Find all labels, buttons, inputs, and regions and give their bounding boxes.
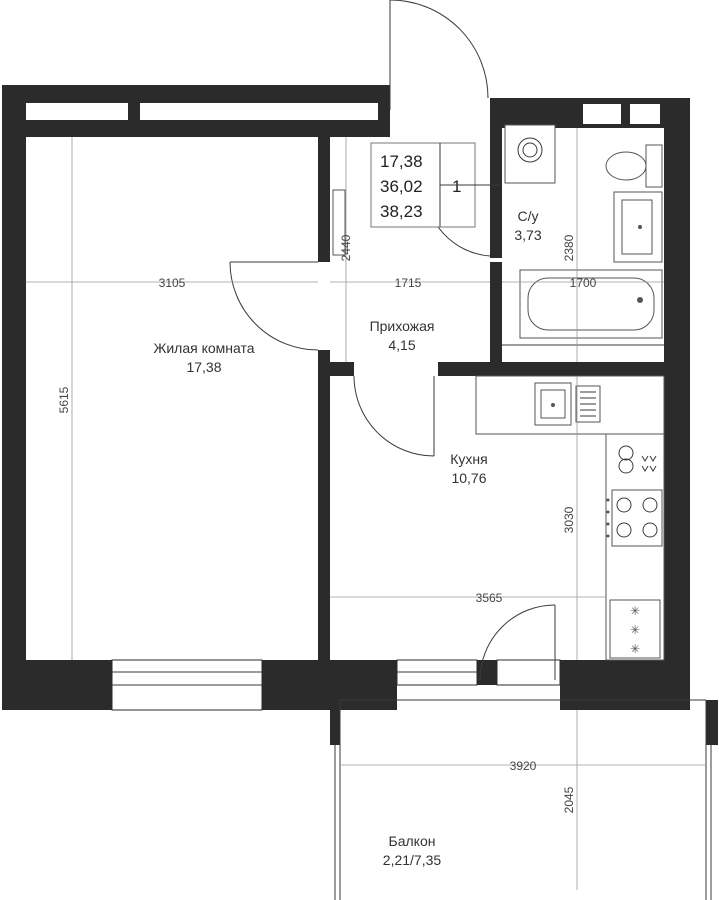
dim-kitchen-depth: 3030 (562, 506, 576, 533)
dim-bath-depth: 2380 (562, 234, 576, 261)
kitchen-area: 10,76 (451, 470, 486, 486)
bath-sink-icon (613, 191, 663, 263)
extractor-icon (618, 445, 657, 474)
summary-living-area: 17,38 (380, 152, 423, 171)
kitchen-name: Кухня (450, 451, 487, 467)
living-room-name: Жилая комната (153, 340, 254, 356)
windows (26, 103, 660, 711)
stove-icon (606, 489, 663, 547)
bath-name: С/у (518, 208, 539, 224)
washing-machine-icon (504, 124, 556, 184)
svg-text:✳: ✳ (630, 623, 640, 637)
summary-total-with-balcony: 38,23 (380, 202, 423, 221)
balcony-area: 2,21/7,35 (383, 852, 442, 868)
summary-rooms-count: 1 (452, 177, 461, 196)
balcony-name: Балкон (389, 833, 436, 849)
dim-living-depth: 5615 (57, 386, 71, 413)
fridge-icon: ✳ ✳ ✳ (609, 599, 661, 659)
bathtub-icon (519, 269, 663, 339)
dim-balcony-width: 3920 (510, 759, 537, 773)
svg-text:✳: ✳ (630, 642, 640, 656)
balcony-outline (334, 699, 712, 900)
dim-balcony-depth: 2045 (562, 786, 576, 813)
dim-kitchen-width: 3565 (476, 591, 503, 605)
bath-area: 3,73 (514, 227, 541, 243)
dim-bath-width: 1700 (570, 276, 597, 290)
living-room-area: 17,38 (186, 359, 221, 375)
kitchen-sink-icon (534, 382, 601, 426)
summary-total-area: 36,02 (380, 177, 423, 196)
dimension-lines (26, 128, 706, 890)
hall-name: Прихожая (370, 318, 435, 334)
dim-hall-width: 1715 (395, 276, 422, 290)
svg-text:✳: ✳ (630, 604, 640, 618)
fixtures: ✳ ✳ ✳ (332, 124, 665, 661)
dim-living-width: 3105 (159, 276, 186, 290)
hall-area: 4,15 (388, 337, 415, 353)
area-summary: 17,38 36,02 38,23 1 (370, 142, 500, 228)
dim-hall-depth: 2440 (339, 234, 353, 261)
room-labels: Жилая комната 17,38 Прихожая 4,15 С/у 3,… (153, 208, 541, 868)
dimension-labels: 3105 5615 1715 2440 1700 2380 3565 3030 … (57, 234, 597, 813)
toilet-icon (605, 144, 663, 188)
